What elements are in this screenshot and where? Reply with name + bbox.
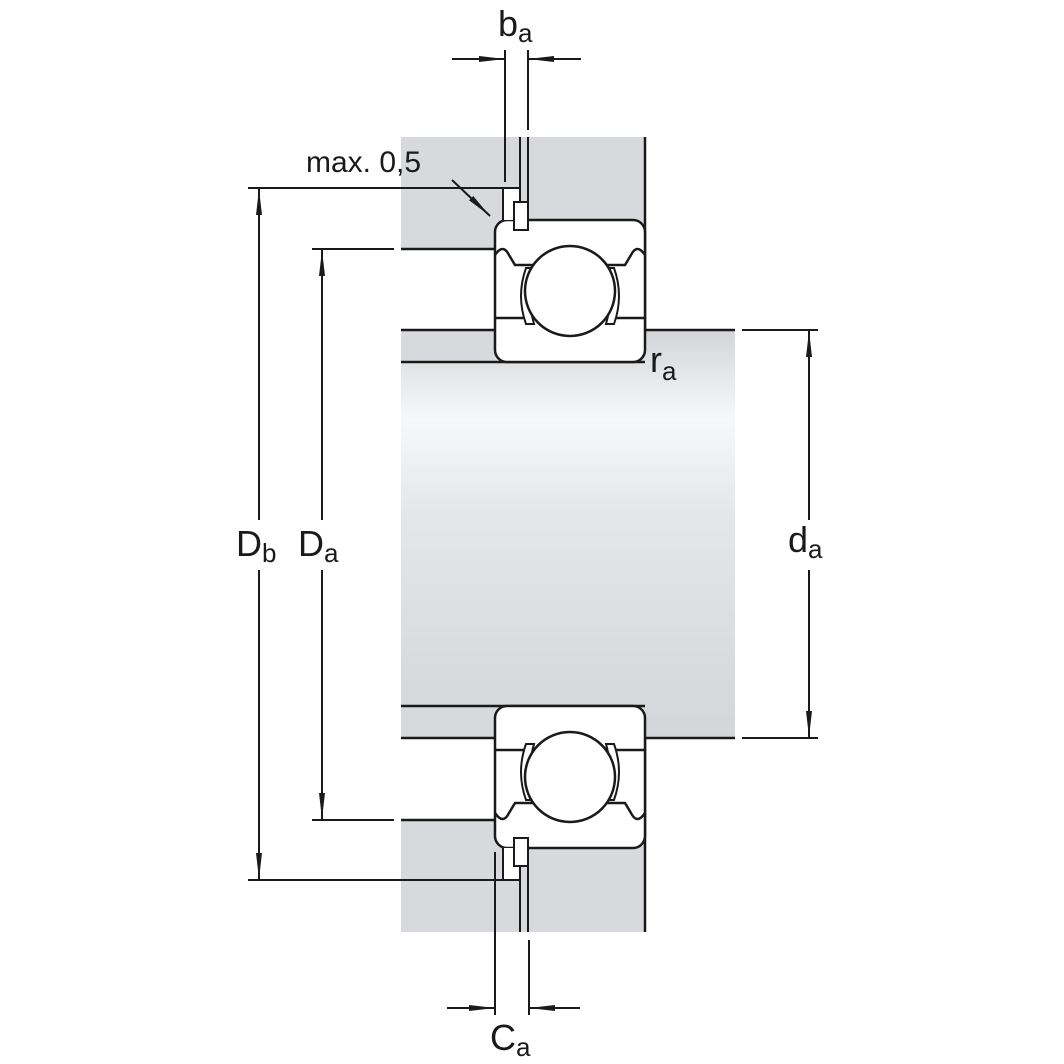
dimension-da — [742, 329, 818, 739]
label-Db: Db — [236, 523, 276, 568]
groove-lines — [519, 137, 529, 932]
dimension-Db — [248, 187, 503, 881]
label-ba: ba — [498, 3, 533, 48]
bearing-bottom — [493, 704, 647, 850]
bearing-top — [493, 218, 647, 364]
max-note-leader — [451, 179, 491, 217]
label-Ca: Ca — [490, 1017, 531, 1062]
housing-bore-lines — [401, 247, 495, 822]
dimension-Da — [312, 248, 394, 821]
label-Da: Da — [298, 523, 339, 568]
shaft — [401, 328, 735, 740]
dimension-Ca — [447, 852, 580, 1015]
snap-ring-top — [502, 187, 529, 231]
label-da: da — [788, 519, 823, 564]
label-ra: ra — [650, 339, 677, 386]
label-max-note: max. 0,5 — [306, 146, 421, 179]
snap-ring-bottom — [502, 837, 529, 881]
dimension-ba — [452, 50, 581, 182]
